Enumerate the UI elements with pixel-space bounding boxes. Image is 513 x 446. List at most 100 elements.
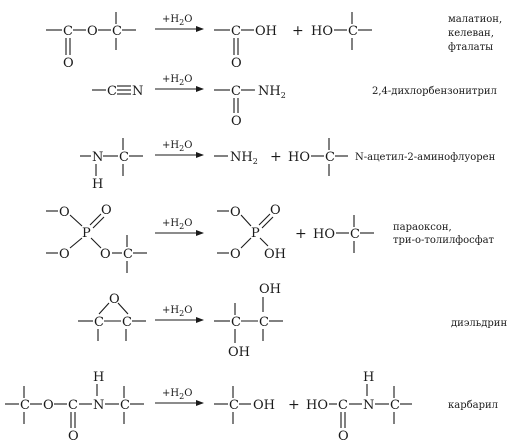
atom-o: O [230, 205, 241, 220]
atom-c: C [122, 315, 132, 330]
reaction-epoxide: O C C +H2O OH C OH C [78, 282, 507, 360]
atom-o: O [101, 203, 112, 218]
atom-h: H [92, 177, 103, 192]
atom-o: O [68, 429, 79, 444]
reaction-arrow: +H2O [155, 74, 204, 92]
atom-c: C [94, 315, 104, 330]
atom-ho: HO [311, 24, 333, 39]
product-alcohol: HO C [313, 215, 374, 253]
plus-sign: + [288, 397, 300, 413]
water-reagent: +H2O [162, 305, 192, 318]
compound-label: фталаты [448, 42, 493, 53]
atom-c: C [259, 315, 269, 330]
product-amine: NH2 [214, 150, 258, 166]
atom-o: O [231, 114, 242, 129]
compound-label: карбарил [448, 400, 498, 411]
atom-o: O [43, 398, 54, 413]
atom-c: C [350, 227, 360, 242]
atom-oh: OH [259, 282, 281, 297]
reactant-epoxide: O C C [78, 292, 146, 341]
atom-o: O [59, 205, 70, 220]
product-acid: C O OH [214, 24, 277, 71]
atom-c: C [112, 24, 122, 39]
water-reagent: +H2O [162, 218, 192, 231]
product-amide: C O NH2 [214, 84, 286, 129]
plus-sign: + [292, 23, 304, 39]
product-diol: OH C OH C [214, 282, 283, 360]
product-phosphate: O P O O OH [217, 203, 286, 262]
atom-ho: HO [288, 150, 310, 165]
atom-n: N [92, 150, 103, 165]
compound-label: параоксон, [393, 222, 452, 233]
reactant-carbamate: C O C O N H C [5, 370, 144, 444]
atom-c: C [348, 24, 358, 39]
atom-c: C [338, 398, 348, 413]
reactant-phosphate: O P O O O C [46, 203, 147, 273]
atom-o: O [109, 292, 120, 307]
reaction-arrow: +H2O [155, 140, 204, 158]
plus-sign: + [270, 149, 282, 165]
reaction-phosphate: O P O O O C +H2O O P [46, 203, 495, 273]
atom-oh: OH [255, 24, 277, 39]
atom-oh: OH [264, 247, 286, 262]
water-reagent: +H2O [162, 388, 192, 401]
atom-c: C [107, 84, 117, 99]
reactant-ester: C O O C [46, 12, 136, 71]
atom-ho: HO [306, 398, 328, 413]
atom-nh2: NH2 [258, 84, 286, 100]
compound-label: диэльдрин [451, 318, 507, 329]
atom-c: C [119, 150, 129, 165]
reactant-nitrile: C N [92, 84, 143, 99]
atom-o: O [100, 247, 111, 262]
reaction-arrow: +H2O [155, 305, 204, 323]
water-reagent: +H2O [162, 14, 192, 27]
product-carbamic-acid: HO C O N H C [306, 370, 412, 444]
atom-oh: OH [253, 398, 275, 413]
atom-c: C [325, 150, 335, 165]
reaction-nitrile: C N +H2O C O NH2 2,4-дихлорбензонитрил [92, 74, 497, 129]
reactant-amine: N H C [80, 138, 143, 192]
atom-c: C [231, 315, 241, 330]
atom-o: O [230, 247, 241, 262]
atom-c: C [123, 247, 133, 262]
water-reagent: +H2O [162, 140, 192, 153]
atom-h: H [93, 370, 104, 385]
atom-c: C [229, 398, 239, 413]
reaction-carbamate: C O C O N H C +H2O [5, 370, 498, 444]
atom-n: N [93, 398, 104, 413]
atom-h: H [363, 370, 374, 385]
atom-c: C [231, 84, 241, 99]
atom-o: O [87, 24, 98, 39]
reaction-arrow: +H2O [155, 14, 204, 32]
atom-o: O [63, 56, 74, 71]
atom-nh2: NH2 [230, 150, 258, 166]
compound-label: келеван, [448, 28, 494, 39]
reaction-amide: N H C +H2O NH2 + HO C N-ацет [80, 138, 496, 192]
atom-ho: HO [313, 227, 335, 242]
atom-c: C [231, 24, 241, 39]
atom-n: N [132, 84, 143, 99]
compound-label: малатион, [448, 14, 502, 25]
atom-o: O [231, 56, 242, 71]
atom-o: O [59, 247, 70, 262]
reaction-arrow: +H2O [155, 388, 204, 406]
atom-n: N [363, 398, 374, 413]
plus-sign: + [295, 226, 307, 242]
product-alcohol: HO C [311, 12, 372, 50]
compound-label: N-ацетил-2-аминофлуорен [355, 152, 496, 163]
compound-label: 2,4-дихлорбензонитрил [372, 86, 497, 97]
product-alcohol: C OH [214, 386, 275, 424]
atom-c: C [63, 24, 73, 39]
atom-c: C [20, 398, 30, 413]
reaction-ester: C O O C +H2O C O OH [46, 12, 502, 71]
atom-o: O [270, 203, 281, 218]
product-alcohol: HO C [288, 138, 348, 176]
atom-c: C [68, 398, 78, 413]
atom-c: C [390, 398, 400, 413]
atom-c: C [120, 398, 130, 413]
compound-label: три-о-толилфосфат [393, 235, 495, 246]
atom-oh: OH [228, 345, 250, 360]
atom-o: O [338, 429, 349, 444]
reaction-arrow: +H2O [155, 218, 204, 236]
